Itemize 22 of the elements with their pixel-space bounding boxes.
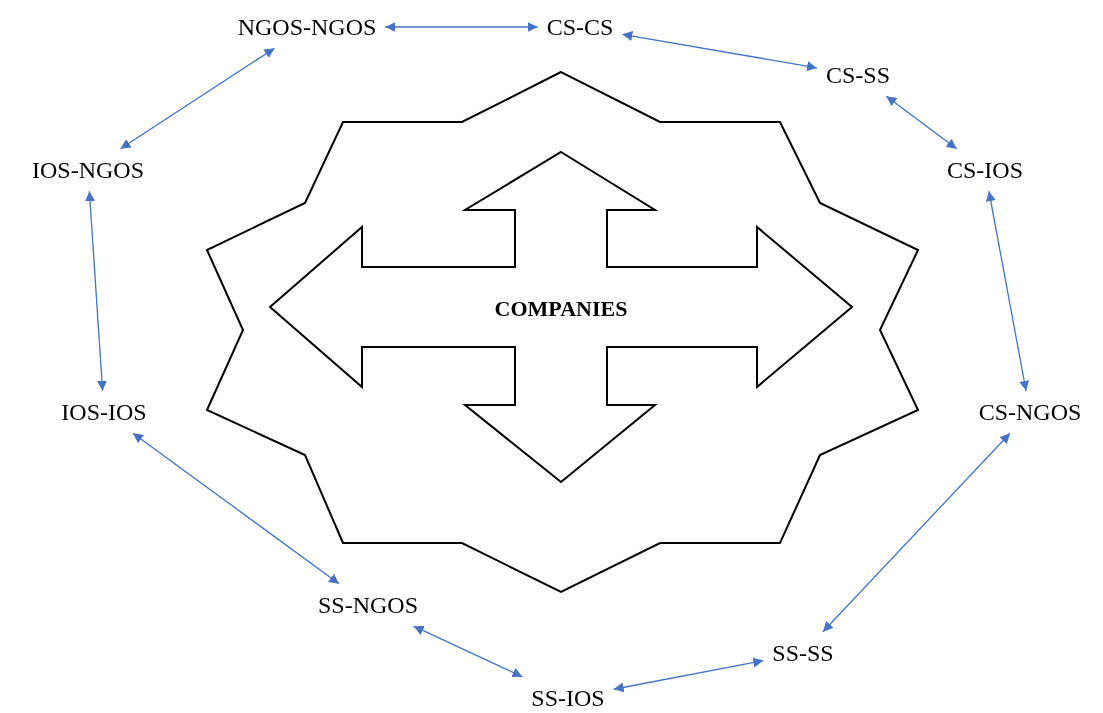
center-label: COMPANIES	[493, 294, 629, 323]
double-arrow	[384, 22, 539, 32]
relation-label: SS-NGOS	[315, 589, 421, 621]
relation-label: CS-SS	[823, 59, 893, 91]
relation-label: IOS-NGOS	[29, 154, 147, 186]
double-arrow	[119, 47, 276, 150]
relation-label: CS-NGOS	[975, 396, 1085, 428]
double-arrow	[613, 657, 764, 693]
four-way-arrow-shape	[270, 152, 852, 482]
relation-label: CS-CS	[543, 11, 617, 43]
double-arrow	[822, 432, 1011, 633]
relation-label: NGOS-NGOS	[234, 11, 380, 43]
double-arrow	[412, 625, 524, 678]
double-arrow	[621, 31, 818, 72]
double-arrow	[885, 95, 958, 150]
relation-label: SS-SS	[769, 637, 837, 669]
relation-label: IOS-IOS	[58, 396, 150, 428]
relation-label: CS-IOS	[944, 154, 1026, 186]
double-arrow	[85, 190, 107, 392]
relation-label: SS-IOS	[528, 682, 608, 713]
double-arrow	[985, 190, 1030, 392]
double-arrow	[132, 432, 340, 585]
